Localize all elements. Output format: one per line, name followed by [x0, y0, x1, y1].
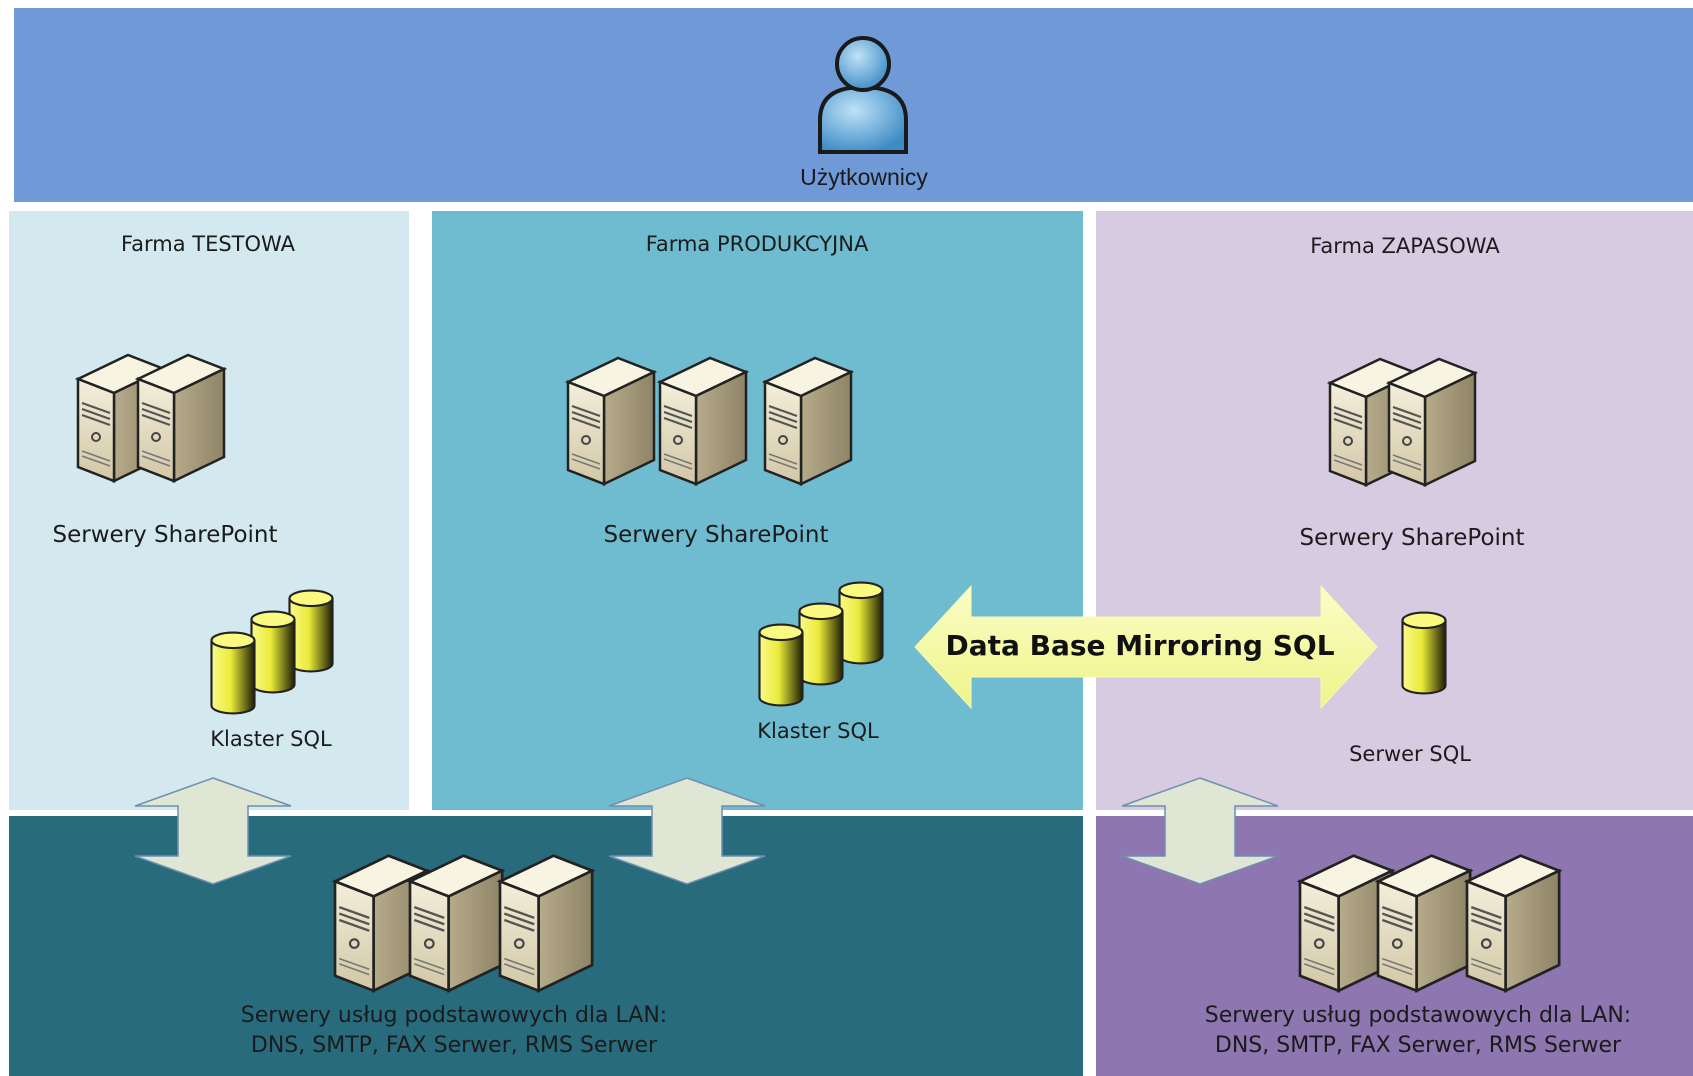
- server-icon: [1381, 349, 1481, 489]
- farm-production-panel: [432, 211, 1083, 810]
- mirroring-label: Data Base Mirroring SQL: [945, 629, 1335, 662]
- server-icon: [1457, 845, 1567, 995]
- lan-main-line1: Serwery usług podstawowych dla LAN:: [240, 1003, 668, 1028]
- server-icon: [560, 348, 660, 488]
- server-icon: [652, 348, 752, 488]
- lan-backup-line1: Serwery usług podstawowych dla LAN:: [1204, 1003, 1632, 1028]
- farm-production-sql-label: Klaster SQL: [757, 719, 879, 743]
- farm-backup-title: Farma ZAPASOWA: [1310, 234, 1500, 258]
- users-band: Użytkownicy: [14, 8, 1693, 202]
- farm-production-servers-label: Serwery SharePoint: [603, 522, 829, 548]
- users-label: Użytkownicy: [800, 164, 928, 190]
- farm-test-panel: [9, 211, 409, 810]
- farm-production-title: Farma PRODUKCYJNA: [645, 232, 869, 256]
- mirroring-arrow-icon: [914, 584, 1378, 710]
- database-icon: [207, 630, 259, 716]
- lan-backup-line2: DNS, SMTP, FAX Serwer, RMS Serwer: [1214, 1033, 1622, 1058]
- farm-test-sql-label: Klaster SQL: [210, 727, 332, 751]
- database-icon: [755, 622, 807, 708]
- farm-test-servers-label: Serwery SharePoint: [52, 522, 278, 548]
- server-icon: [130, 345, 230, 485]
- user-icon: [818, 36, 908, 154]
- lan-main-line2: DNS, SMTP, FAX Serwer, RMS Serwer: [250, 1033, 658, 1058]
- connector-arrow-icon: [133, 776, 293, 886]
- farm-test-title: Farma TESTOWA: [120, 232, 296, 256]
- farm-backup-sql-label: Serwer SQL: [1349, 742, 1471, 766]
- farm-backup-panel: [1096, 211, 1693, 810]
- connector-arrow-icon: [607, 776, 767, 886]
- server-icon: [757, 348, 857, 488]
- server-icon: [490, 845, 600, 995]
- farm-backup-servers-label: Serwery SharePoint: [1299, 525, 1525, 551]
- database-icon: [1398, 610, 1450, 696]
- connector-arrow-icon: [1120, 776, 1280, 886]
